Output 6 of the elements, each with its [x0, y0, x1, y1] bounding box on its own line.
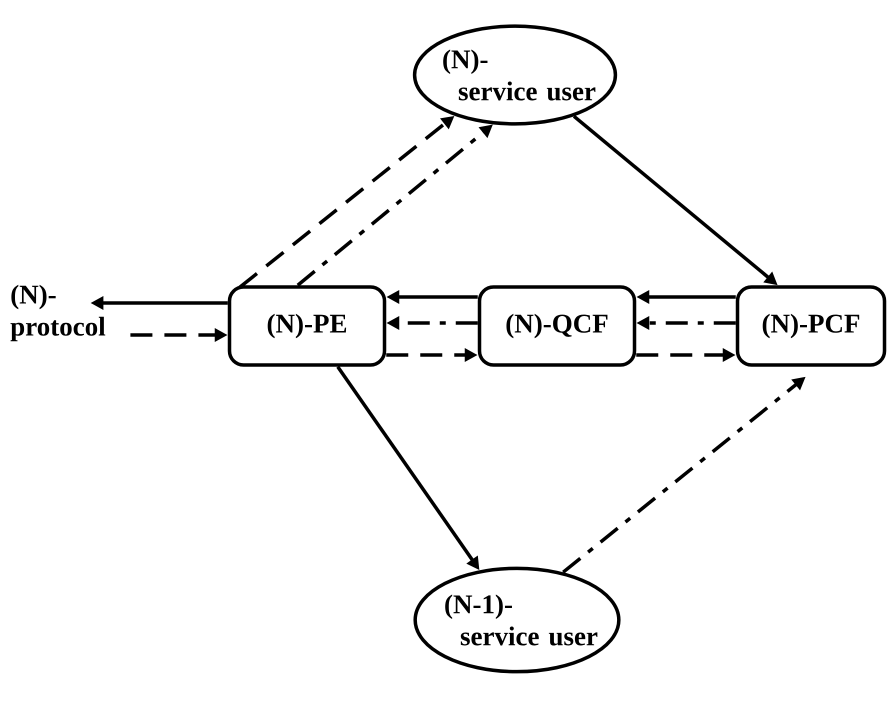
process-box: (N)-PCF: [736, 285, 886, 367]
text-label: (N)- protocol: [10, 284, 106, 342]
ellipse-node: (N)- service user: [412, 24, 618, 126]
process-box: (N)-PE: [228, 285, 386, 367]
process-box: (N)-QCF: [478, 285, 636, 367]
ellipse-node: (N-1)- service user: [413, 566, 621, 674]
